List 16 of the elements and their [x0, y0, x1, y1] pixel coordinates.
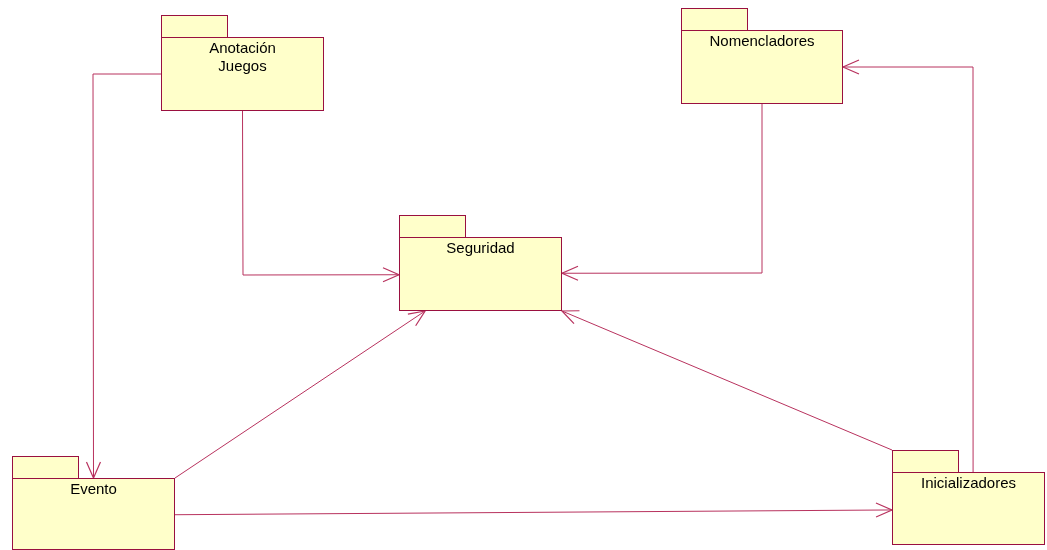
package-name: Inicializadores [919, 474, 1017, 492]
package-box [12, 456, 175, 550]
package-name: Seguridad [445, 239, 516, 257]
dependency-arrow [242, 110, 400, 283]
dependency-arrow [174, 310, 426, 479]
dependency-arrow [85, 73, 162, 479]
package-box [399, 215, 562, 311]
dependency-arrow [174, 502, 893, 518]
package-name: Nomencladores [708, 32, 816, 50]
package-box [681, 8, 843, 104]
package-box [161, 15, 324, 111]
dependency-arrow [561, 310, 893, 451]
package-name: Evento [69, 480, 118, 498]
dependency-arrow [561, 103, 763, 281]
package-box [892, 450, 1045, 545]
package-name: Anotación Juegos [208, 39, 277, 75]
